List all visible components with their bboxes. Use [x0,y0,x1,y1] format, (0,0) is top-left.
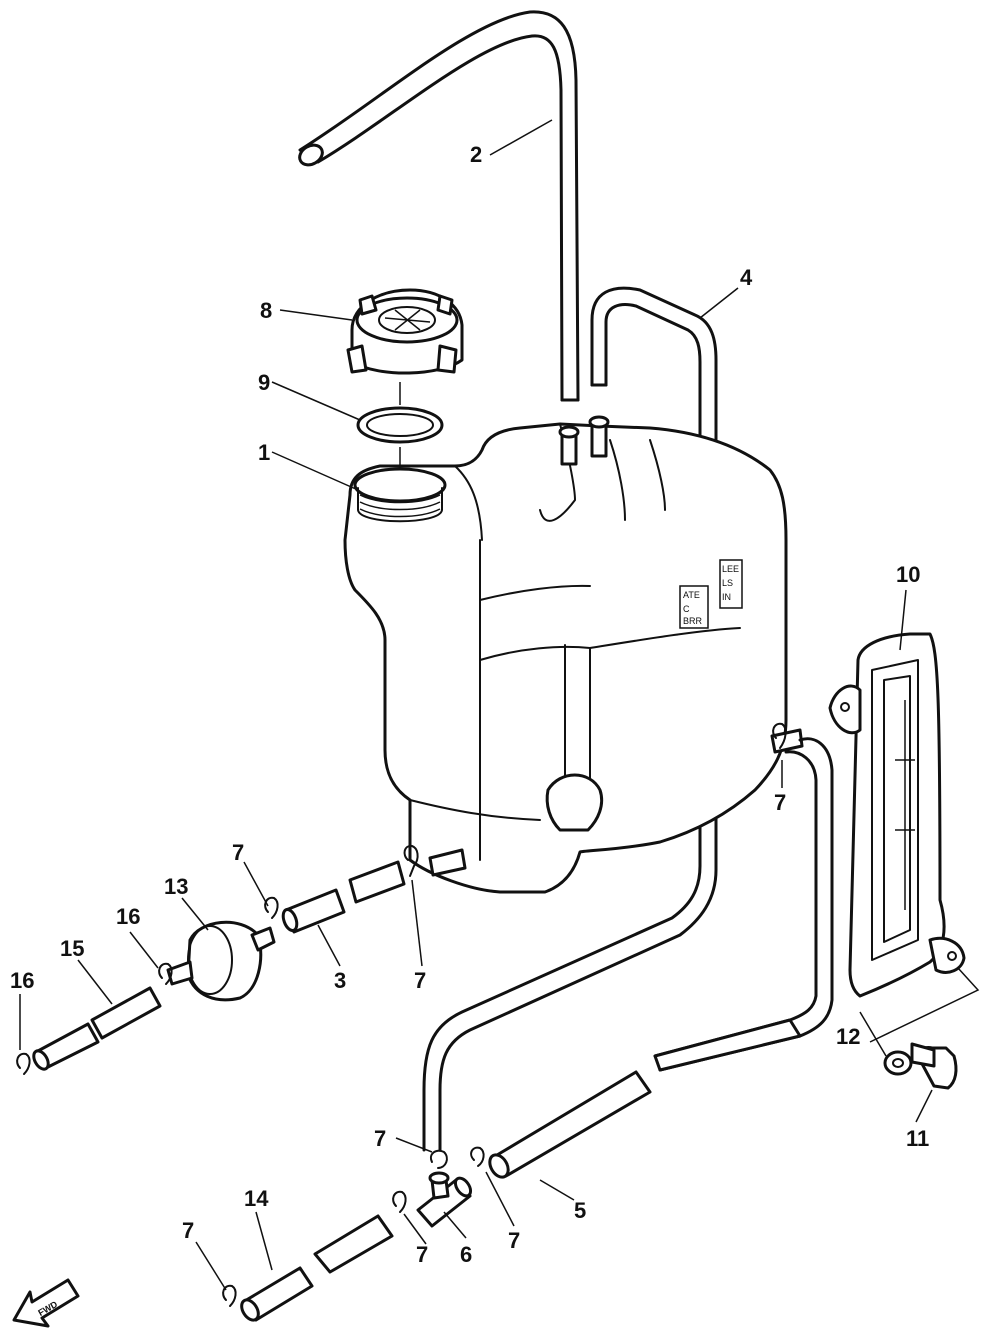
callout-7-g: 7 [182,1218,194,1243]
svg-text:ATE: ATE [683,590,700,600]
radiator-cap-8 [346,288,464,375]
svg-text:IN: IN [722,592,731,602]
clamp-icon [403,844,419,877]
coolant-tank-1: ATE C BRR LEE LS IN [343,415,804,894]
callout-2: 2 [470,142,482,167]
callout-11: 11 [906,1126,929,1151]
callout-7-e: 7 [508,1228,520,1253]
overflow-hose-4 [422,286,718,1152]
callout-7-f: 7 [416,1242,428,1267]
clamp-icon [430,1149,448,1169]
callout-10: 10 [896,562,920,587]
svg-text:LEE: LEE [722,564,739,574]
callout-8: 8 [260,298,272,323]
filter-13 [166,920,276,1002]
fwd-arrow-icon: FWD [12,1278,80,1328]
callout-1: 1 [258,440,270,465]
callout-16-a: 16 [116,904,140,929]
clamp-icon [470,1146,485,1167]
bolt-leader-line [869,967,980,1043]
clamp-icon [772,722,787,749]
hose-5 [488,737,834,1179]
svg-text:BRR: BRR [683,616,703,626]
washer-12 [883,1050,913,1076]
clamp-icon [158,962,173,985]
callout-15: 15 [60,936,84,961]
clamp-icon [16,1052,31,1075]
callout-9: 9 [258,370,270,395]
callout-7-b: 7 [414,968,426,993]
svg-text:C: C [683,604,690,614]
hose-3 [281,860,406,934]
hose-15 [32,986,162,1071]
svg-text:LS: LS [722,578,733,588]
callout-12: 12 [836,1024,860,1049]
bracket-10 [828,632,966,998]
callout-labels: 2 4 8 9 1 10 7 13 16 15 16 3 7 7 12 11 7… [10,142,929,1267]
callout-16-b: 16 [10,968,34,993]
seal-ring-9 [356,382,444,466]
callout-13: 13 [164,874,188,899]
hose-clamps [16,722,787,1307]
callout-14: 14 [244,1186,269,1211]
vent-hose-2 [298,10,580,402]
callout-3: 3 [334,968,346,993]
callout-7-d: 7 [374,1126,386,1151]
t-joint-6 [416,1171,473,1228]
bolt-11 [910,1042,958,1090]
clamp-icon [222,1284,237,1307]
callout-6: 6 [460,1242,472,1267]
callout-7-a: 7 [232,840,244,865]
clamp-icon [264,896,279,919]
hose-14 [240,1214,394,1322]
clamp-icon [392,1190,407,1213]
callout-5: 5 [574,1198,586,1223]
callout-4: 4 [740,265,753,290]
callout-7-c: 7 [774,790,786,815]
leader-lines [19,119,933,1291]
